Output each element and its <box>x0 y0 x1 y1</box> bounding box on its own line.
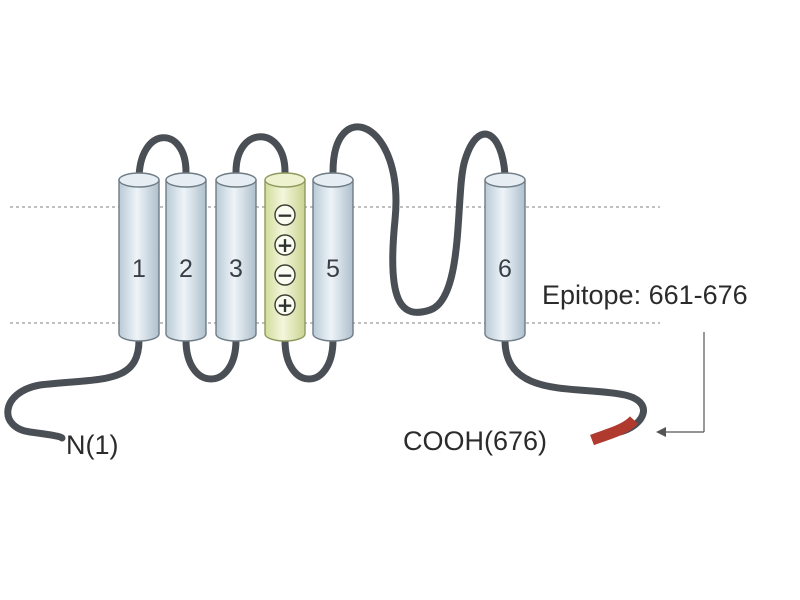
loop-2-3 <box>182 336 240 383</box>
epitope-segment <box>590 416 639 446</box>
helix-6-label: 6 <box>498 255 512 283</box>
c-terminal-tail <box>501 336 647 436</box>
helix-5-label: 5 <box>326 255 340 283</box>
charge-3: − <box>274 263 296 287</box>
charge-2: + <box>274 233 296 257</box>
helix-6: 6 <box>484 172 526 342</box>
c-terminus-label: COOH(676) <box>403 426 547 456</box>
helix-5: 5 <box>312 172 354 342</box>
loop-3-4 <box>232 133 289 176</box>
helix-3: 3 <box>215 172 257 342</box>
helix-3-label: 3 <box>229 255 243 283</box>
epitope-label: Epitope: 661-676 <box>542 280 748 310</box>
loop-1-2 <box>135 134 190 184</box>
helix-2: 2 <box>165 172 207 342</box>
loop-4-5 <box>281 336 337 383</box>
loop-5-6 <box>329 123 509 316</box>
helix-4-voltage-sensor: − + − + <box>264 172 306 342</box>
svg-text:−: − <box>277 263 294 287</box>
n-terminal-tail <box>4 336 143 442</box>
svg-text:+: + <box>277 233 294 257</box>
charge-1: − <box>274 203 296 227</box>
epitope-arrowhead <box>656 427 666 437</box>
svg-text:+: + <box>277 293 294 317</box>
n-terminus-label: N(1) <box>66 430 119 460</box>
helix-1: 1 <box>118 172 160 342</box>
svg-text:−: − <box>277 203 294 227</box>
helix-2-label: 2 <box>179 255 193 283</box>
charge-4: + <box>274 293 296 317</box>
helix-1-label: 1 <box>132 255 146 283</box>
